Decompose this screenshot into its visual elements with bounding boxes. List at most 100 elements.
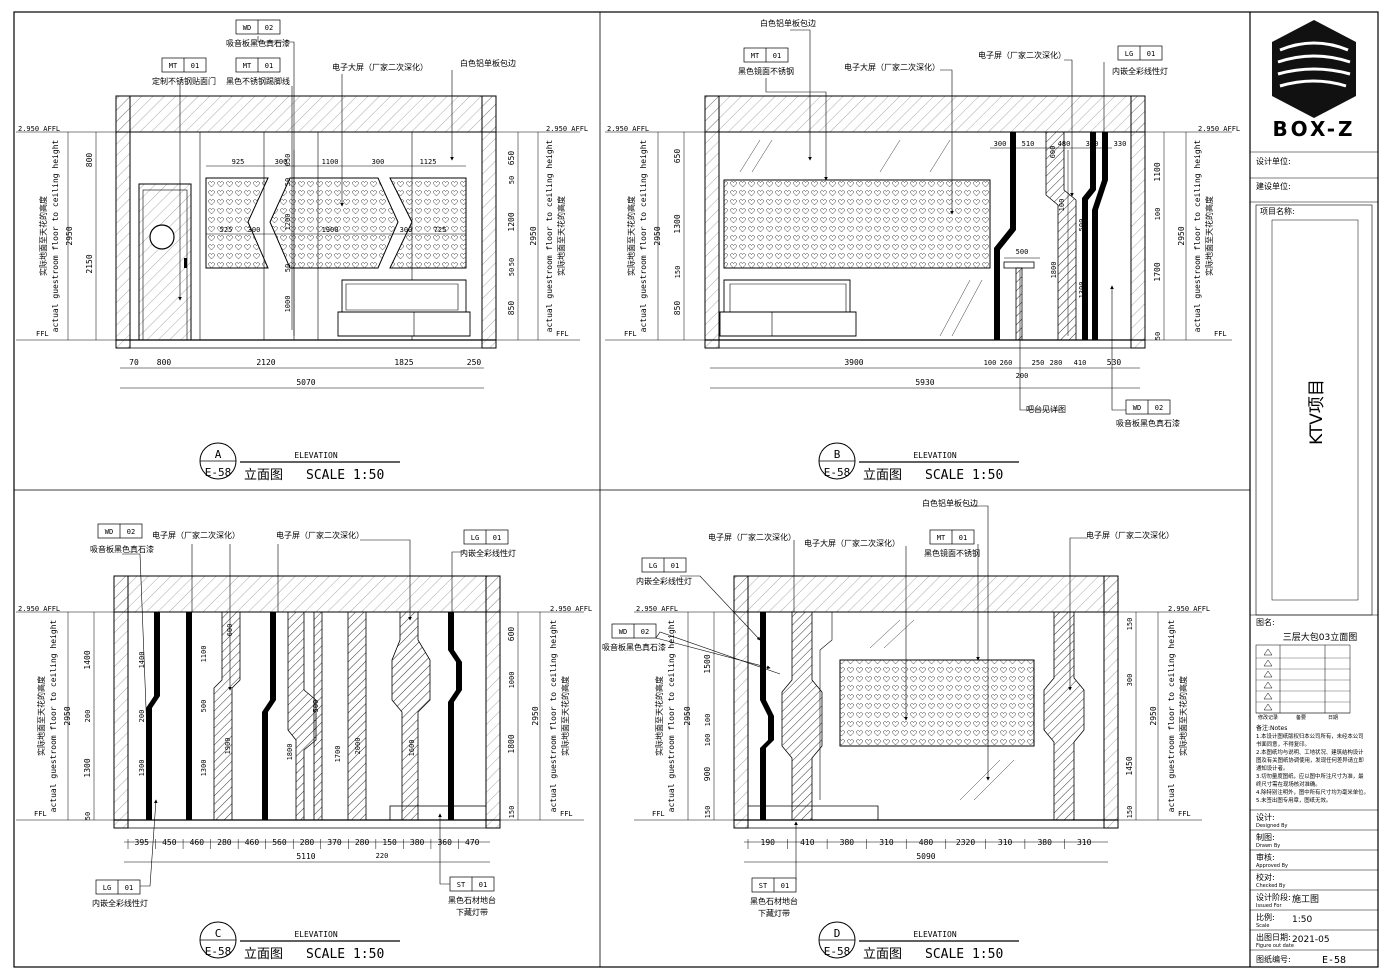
svg-text:300: 300 — [1126, 674, 1134, 687]
caption-b: B E-58 ELEVATION 立面图 SCALE 1:50 — [818, 442, 1019, 483]
note-line: 1.本设计图纸版权归本公司所有，未经本公司 — [1256, 732, 1364, 740]
svg-text:300: 300 — [275, 158, 288, 166]
svg-text:925: 925 — [232, 158, 245, 166]
svg-text:E-58: E-58 — [824, 945, 851, 958]
svg-text:1800: 1800 — [1050, 262, 1058, 279]
revision-table: 修改记录 备要 日期 — [1255, 644, 1351, 721]
tag-wd02-d: WD 02 吸音板黑色真石漆 — [602, 623, 666, 652]
dimension-c: 360 — [437, 838, 452, 847]
svg-text:内嵌全彩线性灯: 内嵌全彩线性灯 — [636, 576, 692, 586]
svg-text:2.950 AFFL: 2.950 AFFL — [636, 605, 678, 613]
svg-text:1400: 1400 — [83, 650, 92, 669]
note-line: 2.本图纸均与说明、工地状况、建筑结构设计 — [1256, 748, 1364, 756]
dimension-d: 190 — [761, 838, 776, 847]
tag-mt01-b: MT 01 黑色镜面不锈钢 — [738, 47, 794, 76]
svg-text:50: 50 — [508, 268, 516, 276]
svg-text:850: 850 — [507, 301, 516, 316]
svg-text:电子大屏（厂家二次深化）: 电子大屏（厂家二次深化） — [332, 62, 428, 72]
svg-text:150: 150 — [704, 806, 712, 819]
svg-text:内嵌全彩线性灯: 内嵌全彩线性灯 — [460, 548, 516, 558]
svg-text:A: A — [215, 448, 222, 461]
svg-text:actual guestroom floor to ceil: actual guestroom floor to ceiling height — [549, 619, 558, 812]
svg-text:BOX-Z: BOX-Z — [1272, 117, 1355, 141]
svg-text:MT: MT — [169, 62, 178, 70]
tag-st01-d: ST 01 黑色石材地台 下藏灯带 — [750, 877, 798, 918]
svg-text:900: 900 — [703, 767, 712, 782]
svg-text:定制不锈钢贴面门: 定制不锈钢贴面门 — [152, 76, 216, 86]
svg-text:500: 500 — [312, 700, 320, 713]
svg-text:02: 02 — [1155, 404, 1163, 412]
svg-text:ELEVATION: ELEVATION — [913, 930, 957, 939]
door-porthole — [149, 224, 175, 250]
svg-text:WD: WD — [105, 528, 113, 536]
svg-text:800: 800 — [157, 358, 172, 367]
svg-text:330: 330 — [1114, 140, 1127, 148]
stone-platform-c — [389, 805, 487, 821]
tag-lg01-b: LG 01 内嵌全彩线性灯 — [1112, 45, 1168, 76]
note-line: 5.未签出图专用章，图纸无效。 — [1256, 796, 1331, 804]
svg-text:黑色镜面不锈钢: 黑色镜面不锈钢 — [738, 66, 794, 76]
svg-text:ELEVATION: ELEVATION — [294, 451, 338, 460]
dimension-c: 470 — [465, 838, 480, 847]
svg-text:实际地面至天花的高度: 实际地面至天花的高度 — [626, 196, 636, 276]
tag-mt01-d: MT 01 黑色镜面不锈钢 — [924, 529, 980, 558]
svg-text:立面图: 立面图 — [244, 468, 283, 483]
svg-text:2150: 2150 — [85, 254, 94, 273]
svg-text:黑色镜面不锈钢: 黑色镜面不锈钢 — [924, 548, 980, 558]
svg-text:D: D — [834, 927, 841, 940]
svg-text:实际地面至天花的高度: 实际地面至天花的高度 — [654, 676, 664, 756]
svg-text:1700: 1700 — [334, 746, 342, 763]
svg-text:2950: 2950 — [531, 706, 540, 725]
svg-text:150: 150 — [674, 266, 682, 279]
svg-text:日期: 日期 — [1328, 715, 1338, 721]
dimension-c: 560 — [272, 838, 287, 847]
sign-label-en: Scale — [1256, 923, 1269, 929]
svg-text:01: 01 — [479, 881, 487, 889]
svg-text:260: 260 — [1000, 359, 1013, 367]
svg-text:200: 200 — [84, 710, 92, 723]
svg-text:actual guestroom floor to ceil: actual guestroom floor to ceiling height — [51, 139, 60, 332]
svg-text:电子屏（厂家二次深化）: 电子屏（厂家二次深化） — [276, 530, 364, 540]
svg-text:1300: 1300 — [200, 760, 208, 777]
svg-text:黑色不锈钢踢脚线: 黑色不锈钢踢脚线 — [226, 76, 290, 86]
svg-text:ELEVATION: ELEVATION — [294, 930, 338, 939]
dimension-d: 310 — [1077, 838, 1092, 847]
svg-text:2950: 2950 — [529, 226, 538, 245]
svg-text:2.950 AFFL: 2.950 AFFL — [18, 605, 60, 613]
svg-text:480: 480 — [1058, 140, 1071, 148]
svg-text:FFL: FFL — [1214, 330, 1227, 338]
svg-text:1800: 1800 — [507, 734, 516, 753]
svg-text:吸音板黑色真石漆: 吸音板黑色真石漆 — [1116, 418, 1180, 428]
caption-d: D E-58 ELEVATION 立面图 SCALE 1:50 — [818, 921, 1019, 962]
svg-text:E-58: E-58 — [824, 466, 851, 479]
dimension-d: 380 — [1037, 838, 1052, 847]
dimension-d: 2320 — [956, 838, 975, 847]
sign-label: 校对: — [1256, 872, 1275, 882]
dimension-c: 280 — [355, 838, 370, 847]
dimension-d: 380 — [840, 838, 855, 847]
svg-text:01: 01 — [1147, 50, 1155, 58]
dimension-d: 310 — [879, 838, 894, 847]
sign-label-en: Approved By — [1256, 863, 1288, 869]
svg-text:100: 100 — [1154, 208, 1162, 221]
svg-text:电子大屏（厂家二次深化）: 电子大屏（厂家二次深化） — [844, 62, 940, 72]
revision-triangle-icon — [1263, 659, 1273, 667]
svg-text:410: 410 — [1074, 359, 1087, 367]
dimension-d: 410 — [800, 838, 815, 847]
svg-text:1825: 1825 — [394, 358, 413, 367]
boxz-logo: BOX-Z — [1272, 20, 1356, 141]
svg-text:1900: 1900 — [224, 738, 232, 755]
svg-text:吸音板黑色真石漆: 吸音板黑色真石漆 — [90, 544, 154, 554]
svg-text:1300: 1300 — [673, 214, 682, 233]
title-block: BOX-Z 设计单位: 建设单位: 项目名称: KTV项目 图名: 三层大包03… — [1250, 20, 1378, 966]
svg-text:50: 50 — [284, 178, 292, 186]
sign-label-en: Figure out date — [1256, 943, 1294, 949]
svg-text:200: 200 — [138, 710, 146, 723]
svg-text:2950: 2950 — [65, 226, 74, 245]
svg-text:02: 02 — [641, 628, 649, 636]
svg-text:黑色石材地台: 黑色石材地台 — [448, 895, 496, 905]
svg-text:5090: 5090 — [916, 852, 935, 861]
svg-text:SCALE 1:50: SCALE 1:50 — [925, 468, 1003, 483]
svg-text:100: 100 — [704, 734, 712, 747]
